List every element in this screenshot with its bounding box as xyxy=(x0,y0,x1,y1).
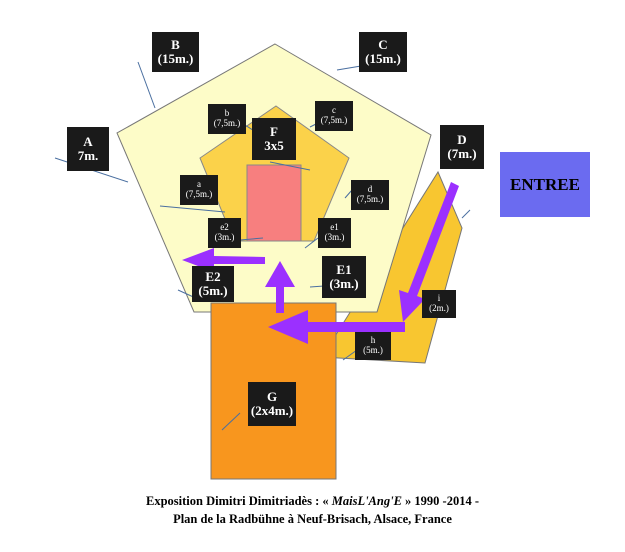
label-zone-h-name: h xyxy=(370,335,376,346)
stage-F xyxy=(246,164,302,242)
label-zone-G-name: G xyxy=(266,388,278,404)
caption-prefix: Exposition Dimitri Dimitriadès : « xyxy=(145,494,332,508)
label-zone-i-size: (2m.) xyxy=(429,303,449,313)
entrance-label: ENTREE xyxy=(510,174,580,194)
label-zone-d-size: (7,5m.) xyxy=(356,194,384,204)
label-zone-B: B (15m.) xyxy=(152,32,199,72)
label-zone-c-size: (7,5m.) xyxy=(320,115,348,125)
arrow-up xyxy=(265,261,295,313)
label-zone-e2-size: (3m.) xyxy=(214,232,235,242)
arrow-diagonal xyxy=(399,182,459,322)
label-zone-G: G (2x4m.) xyxy=(248,382,296,426)
label-zone-E1-size: (3m.) xyxy=(329,276,359,291)
label-zone-a: a (7,5m.) xyxy=(180,175,218,205)
label-zone-A-name: A xyxy=(83,133,93,149)
label-zone-E2-size: (5m.) xyxy=(198,283,228,298)
label-zone-B-name: B xyxy=(171,36,180,52)
label-zone-F: F 3x5 xyxy=(252,118,296,160)
caption-subtitle: Plan de la Radbühne à Neuf-Brisach, Alsa… xyxy=(173,512,452,526)
label-zone-b-size: (7,5m.) xyxy=(213,118,241,128)
label-zone-h-size: (5m.) xyxy=(363,345,383,355)
label-zone-e2-name: e2 xyxy=(220,222,229,233)
caption-line-2: Plan de la Radbühne à Neuf-Brisach, Alsa… xyxy=(0,512,625,527)
label-zone-E1-name: E1 xyxy=(336,261,352,277)
label-zone-b-name: b xyxy=(224,108,230,119)
label-zone-D: D (7m.) xyxy=(440,125,484,169)
label-zone-e1-size: (3m.) xyxy=(324,232,345,242)
entrance-box: ENTREE xyxy=(500,152,590,217)
label-zone-a-size: (7,5m.) xyxy=(185,189,213,199)
label-zone-E1: E1 (3m.) xyxy=(322,256,366,298)
label-zone-c: c (7,5m.) xyxy=(315,101,353,131)
label-zone-E2: E2 (5m.) xyxy=(192,266,234,302)
label-zone-c-name: c xyxy=(332,105,336,116)
label-zone-d-name: d xyxy=(367,184,373,195)
label-zone-i-name: i xyxy=(437,293,441,304)
label-zone-e2: e2 (3m.) xyxy=(208,218,241,248)
label-zone-B-size: (15m.) xyxy=(157,51,194,66)
label-zone-e1-name: e1 xyxy=(330,222,339,233)
label-zone-b: b (7,5m.) xyxy=(208,104,246,134)
label-zone-d: d (7,5m.) xyxy=(351,180,389,210)
label-zone-A: A 7m. xyxy=(67,127,109,171)
label-zone-E2-name: E2 xyxy=(205,268,221,284)
caption-suffix: » 1990 -2014 - xyxy=(401,494,479,508)
label-zone-C-size: (15m.) xyxy=(365,51,401,66)
arrow-left-lower xyxy=(268,310,405,344)
label-zone-D-size: (7m.) xyxy=(447,146,477,161)
label-zone-a-name: a xyxy=(197,179,201,190)
caption-title: MaisL'Ang'E xyxy=(331,494,402,508)
label-zone-A-size: 7m. xyxy=(77,148,99,163)
caption-line-1: Exposition Dimitri Dimitriadès : « MaisL… xyxy=(0,494,625,509)
label-zone-h: h (5m.) xyxy=(355,332,391,360)
label-zone-D-name: D xyxy=(457,131,467,147)
label-zone-F-size: 3x5 xyxy=(264,138,284,153)
label-zone-e1: e1 (3m.) xyxy=(318,218,351,248)
label-zone-C: C (15m.) xyxy=(359,32,407,72)
label-zone-i: i (2m.) xyxy=(422,290,456,318)
label-zone-C-name: C xyxy=(378,36,388,52)
label-zone-G-size: (2x4m.) xyxy=(250,403,294,418)
label-zone-F-name: F xyxy=(270,123,278,139)
